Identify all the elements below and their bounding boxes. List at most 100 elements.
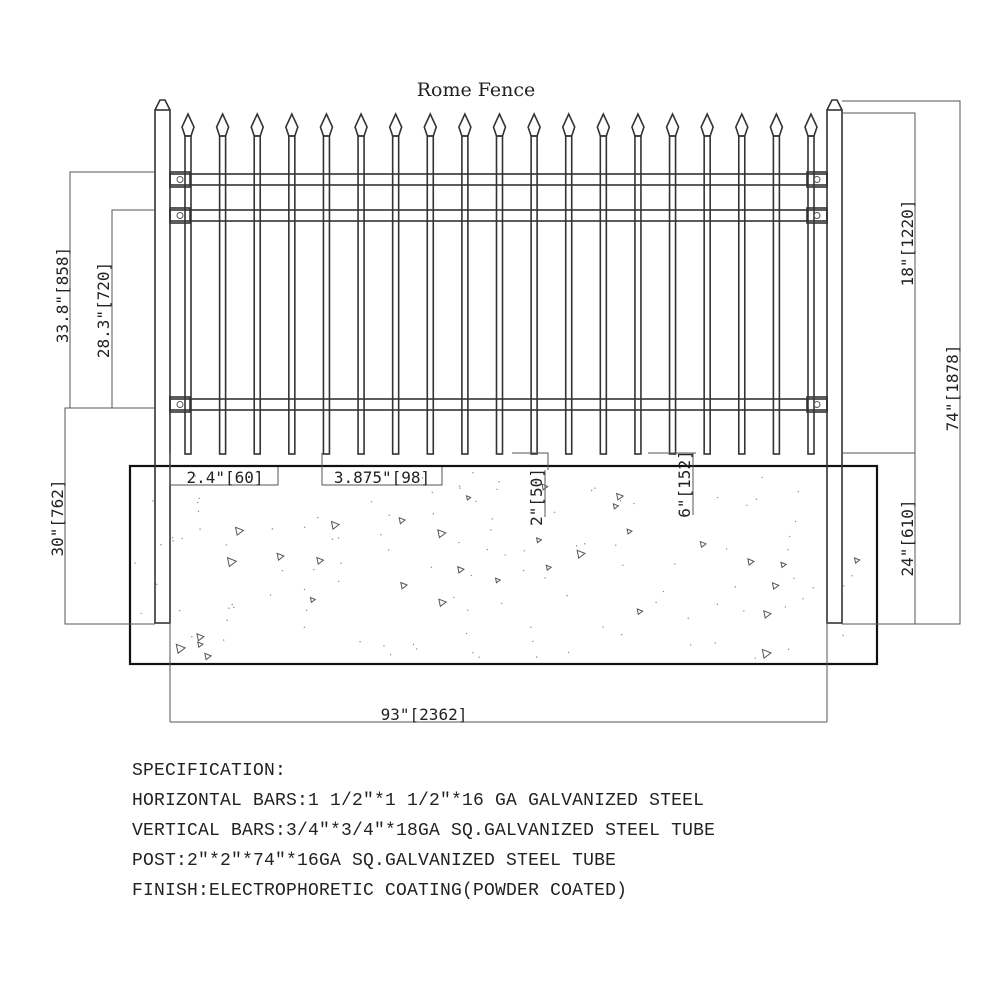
- picket: [354, 112, 368, 455]
- picket: [734, 112, 749, 455]
- concrete-dot: [797, 490, 800, 493]
- concrete-dot: [794, 520, 797, 523]
- concrete-dot: [387, 549, 390, 551]
- concrete-dot: [465, 632, 468, 635]
- concrete-dot: [851, 575, 853, 577]
- concrete-aggregate: [761, 648, 772, 659]
- concrete-dot: [388, 514, 390, 517]
- concrete-aggregate: [437, 528, 447, 539]
- picket: [596, 112, 611, 455]
- concrete-aggregate: [853, 557, 861, 565]
- concrete-dot: [486, 548, 489, 551]
- concrete-dot: [359, 641, 361, 643]
- specification-block: SPECIFICATION: HORIZONTAL BARS:1 1/2"*1 …: [132, 756, 952, 906]
- concrete-dot: [491, 518, 493, 520]
- concrete-dot: [225, 544, 227, 546]
- spec-post: POST:2"*2"*74"*16GA SQ.GALVANIZED STEEL …: [132, 851, 617, 871]
- concrete-dot: [191, 636, 193, 638]
- concrete-dot: [812, 587, 814, 589]
- concrete-aggregate: [196, 632, 205, 642]
- concrete-dot: [196, 501, 199, 504]
- concrete-dot: [458, 485, 461, 487]
- picket: [319, 112, 334, 455]
- concrete-aggregate: [438, 598, 448, 608]
- picket: [250, 112, 265, 455]
- concrete-aggregate: [535, 537, 543, 544]
- concrete-dot: [226, 619, 228, 622]
- concrete-dot: [602, 626, 604, 628]
- concrete-dot: [793, 577, 795, 579]
- concrete-dot: [377, 476, 380, 478]
- bottom-rail: [169, 398, 828, 411]
- concrete-dot: [583, 543, 586, 545]
- concrete-dot: [178, 609, 181, 612]
- concrete-aggregate: [636, 608, 644, 616]
- concrete-footing: [128, 464, 879, 666]
- concrete-dot: [532, 640, 534, 643]
- concrete-dot: [590, 489, 593, 492]
- spec-heading: SPECIFICATION:: [132, 761, 287, 781]
- concrete-dot: [498, 481, 500, 483]
- dim-picket-spacing: 3.875"[98]: [334, 468, 430, 487]
- concrete-dot: [380, 534, 382, 536]
- concrete-dot: [544, 577, 546, 579]
- concrete-dot: [303, 626, 306, 629]
- concrete-aggregate: [226, 556, 238, 568]
- concrete-dot: [453, 596, 455, 599]
- spec-horizontal-bars: HORIZONTAL BARS:1 1/2"*1 1/2"*16 GA GALV…: [132, 791, 705, 811]
- concrete-dot: [140, 612, 142, 615]
- concrete-aggregate: [316, 556, 325, 565]
- concrete-dot: [761, 476, 763, 479]
- concrete-dot: [843, 585, 845, 587]
- dim-top-section: 18"[1220]: [898, 200, 917, 287]
- concrete-speckles: [134, 471, 861, 661]
- picket: [804, 112, 818, 455]
- concrete-dot: [746, 504, 748, 507]
- dim-post-embed: 30"[762]: [48, 479, 67, 556]
- picket: [769, 112, 784, 455]
- left-dimension-lines: [64, 171, 171, 722]
- concrete-dot: [553, 511, 556, 513]
- concrete-dot: [472, 471, 474, 474]
- concrete-dot: [269, 594, 272, 596]
- concrete-dot: [787, 648, 790, 650]
- concrete-aggregate: [771, 582, 780, 591]
- concrete-aggregate: [576, 549, 586, 559]
- concrete-dot: [754, 657, 756, 659]
- concrete-dot: [734, 586, 736, 588]
- concrete-dot: [171, 537, 174, 539]
- concrete-dot: [459, 487, 461, 489]
- concrete-aggregate: [763, 609, 772, 619]
- concrete-dot: [304, 526, 306, 529]
- dim-panel-width: 93"[2362]: [381, 705, 468, 724]
- dim-rail-end-gap: 2.4"[60]: [186, 468, 263, 487]
- concrete-dot: [655, 601, 657, 604]
- concrete-dot: [228, 607, 230, 609]
- concrete-aggregate: [747, 558, 756, 566]
- concrete-aggregate: [780, 561, 788, 569]
- concrete-dot: [389, 654, 392, 656]
- concrete-dot: [478, 656, 480, 658]
- concrete-dot: [430, 566, 432, 569]
- rail-brackets: [169, 171, 828, 413]
- concrete-dot: [258, 478, 261, 480]
- concrete-aggregate: [204, 652, 213, 661]
- concrete-dot: [716, 603, 719, 606]
- concrete-dot: [271, 528, 274, 530]
- concrete-dot: [198, 497, 200, 500]
- concrete-aggregate: [197, 641, 204, 649]
- concrete-aggregate: [234, 526, 245, 537]
- pickets: [181, 112, 818, 455]
- dim-picket-to-ground: 6"[152]: [675, 450, 694, 517]
- top-rail: [169, 173, 828, 186]
- concrete-dot: [470, 574, 472, 577]
- concrete-dot: [842, 634, 844, 637]
- concrete-aggregate: [400, 581, 409, 590]
- concrete-dot: [194, 475, 196, 477]
- picket: [700, 112, 715, 455]
- concrete-dot: [370, 501, 373, 503]
- concrete-dot: [340, 562, 342, 565]
- dim-rail-height: 28.3"[720]: [94, 262, 113, 358]
- picket: [215, 112, 230, 455]
- concrete-dot: [496, 488, 498, 491]
